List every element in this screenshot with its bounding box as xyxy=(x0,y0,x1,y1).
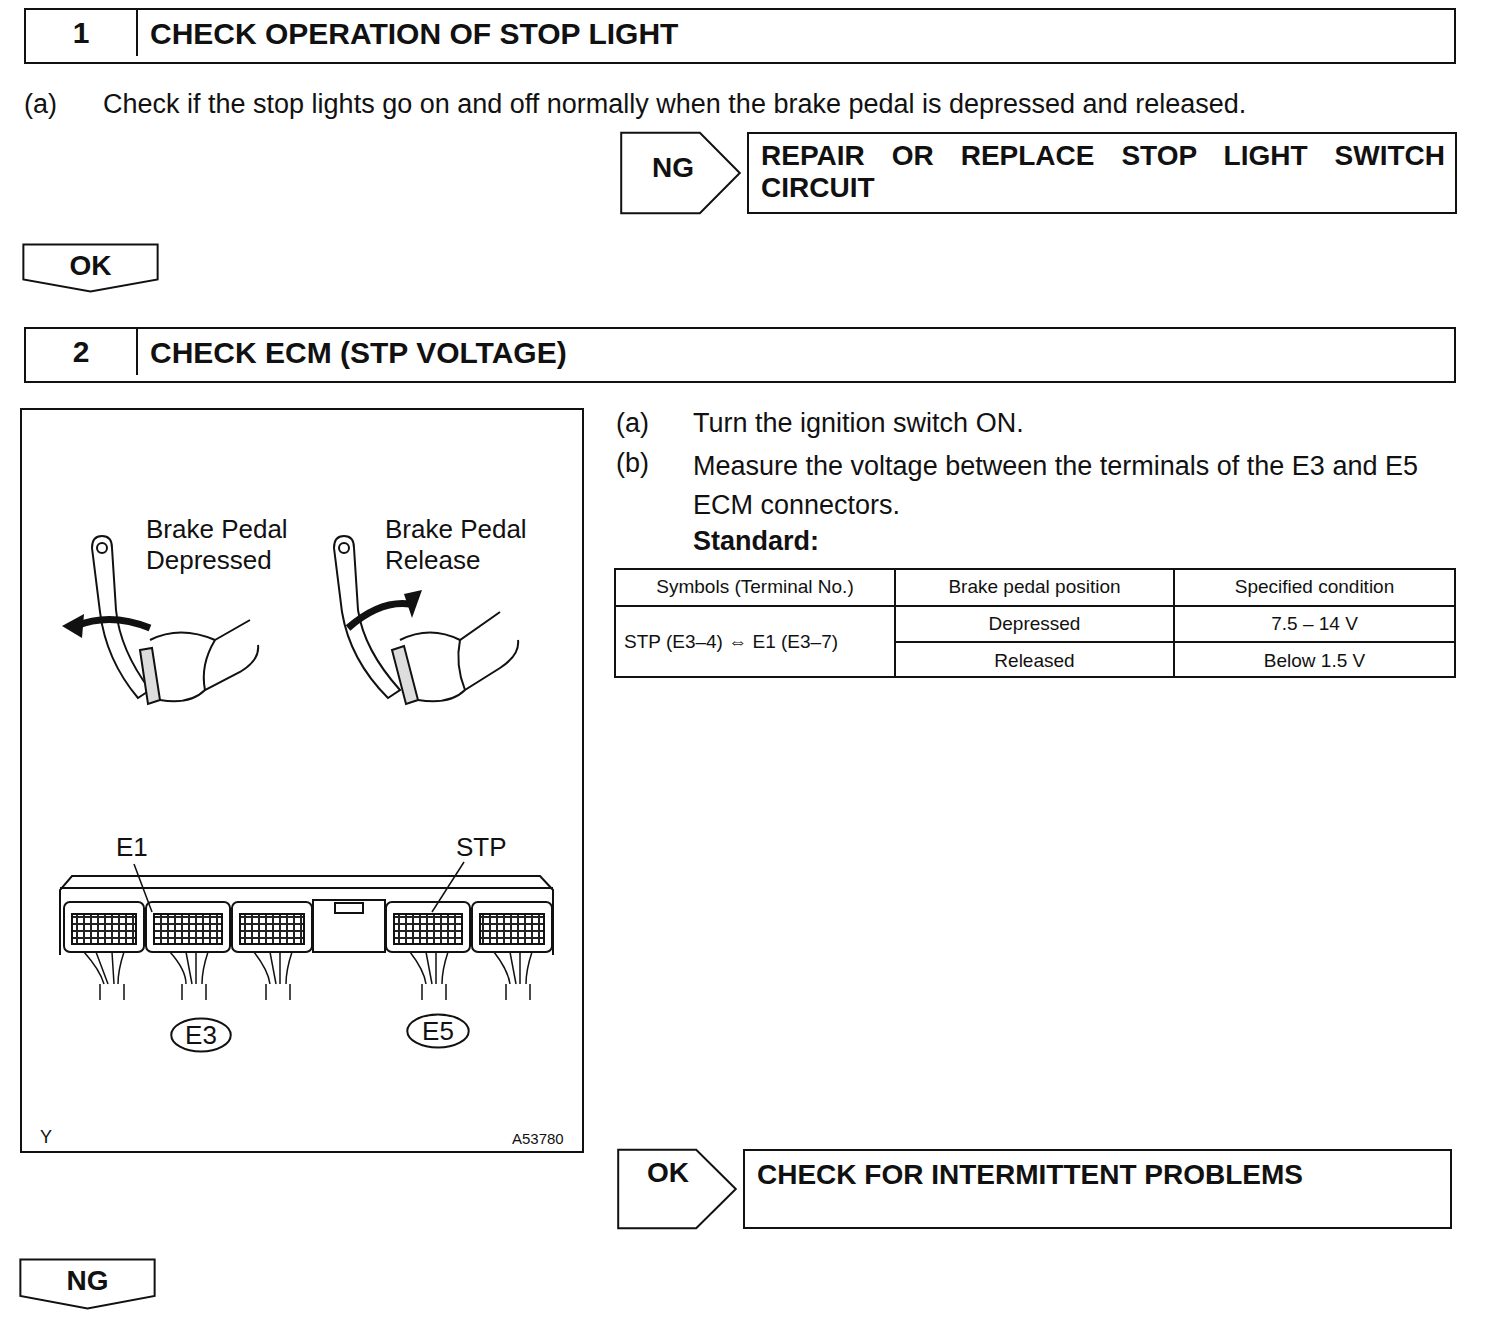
ok-arrow: OK xyxy=(22,244,159,292)
ok-arrow: OK xyxy=(617,1149,737,1229)
node-text: STP xyxy=(456,832,526,862)
table-cell: Below 1.5 V xyxy=(1176,649,1453,672)
node-text: E3 xyxy=(170,1020,232,1050)
connector-id: E3 xyxy=(170,1017,232,1053)
step-letter: (a) xyxy=(24,88,84,120)
node-text: NG xyxy=(652,152,722,184)
leader-lines xyxy=(134,862,464,912)
table-cell: STP (E3–4) ⇔ E1 (E3–7) xyxy=(624,630,892,653)
node-text: REPAIR OR REPLACE STOP LIGHT SWITCH CIRC… xyxy=(761,140,1445,204)
table-header: Symbols (Terminal No.) xyxy=(617,575,893,598)
table-cell: Released xyxy=(897,649,1172,672)
instruction-text: Check if the stop lights go on and off n… xyxy=(103,88,1498,120)
step-header: 1 CHECK OPERATION OF STOP LIGHT xyxy=(24,8,1456,64)
node-text: E5 xyxy=(406,1016,470,1046)
step-header: 2 CHECK ECM (STP VOLTAGE) xyxy=(24,327,1456,383)
step-letter: (b) xyxy=(616,447,676,479)
table-header: Brake pedal position xyxy=(897,575,1172,598)
node-text: CHECK FOR INTERMITTENT PROBLEMS xyxy=(757,1159,1441,1191)
step-number: 1 xyxy=(26,10,138,56)
table-grid xyxy=(615,569,1455,677)
node-text: Brake Pedal Depressed xyxy=(146,514,321,576)
ecm-unit xyxy=(60,876,553,955)
ng-arrow: NG xyxy=(620,132,741,214)
node-text: Y xyxy=(40,1126,70,1148)
node-text: A53780 xyxy=(512,1130,580,1148)
outline-path xyxy=(621,133,740,213)
ecm-connectors xyxy=(64,902,552,952)
step-number: 2 xyxy=(26,329,138,375)
connector-id: E5 xyxy=(406,1013,470,1049)
node-text: CHECK ECM (STP VOLTAGE) xyxy=(150,336,1440,370)
standard-heading: Standard: xyxy=(693,525,993,557)
table-cell: 7.5 – 14 V xyxy=(1176,612,1453,635)
node-text: CHECK OPERATION OF STOP LIGHT xyxy=(150,17,1440,51)
action-box: REPAIR OR REPLACE STOP LIGHT SWITCH CIRC… xyxy=(747,132,1457,214)
result-box: CHECK FOR INTERMITTENT PROBLEMS xyxy=(743,1149,1452,1229)
table-header: Specified condition xyxy=(1176,575,1453,598)
instruction-text: Turn the ignition switch ON. xyxy=(693,407,1483,439)
table-cell: Depressed xyxy=(897,612,1172,635)
node-text: E1 xyxy=(116,832,166,862)
figure-frame: Brake Pedal Depressed Brake Pedal Release… xyxy=(20,408,584,1153)
ng-arrow: NG xyxy=(19,1259,156,1309)
node-text: OK xyxy=(647,1157,717,1189)
node-text: NG xyxy=(19,1265,156,1297)
node-text: OK xyxy=(22,250,159,282)
step-letter: (a) xyxy=(616,407,676,439)
outline-path xyxy=(618,1150,736,1228)
node-text: Brake Pedal Release xyxy=(385,514,560,576)
wire-harness xyxy=(84,952,532,1000)
instruction-text: Measure the voltage between the terminal… xyxy=(693,447,1483,525)
